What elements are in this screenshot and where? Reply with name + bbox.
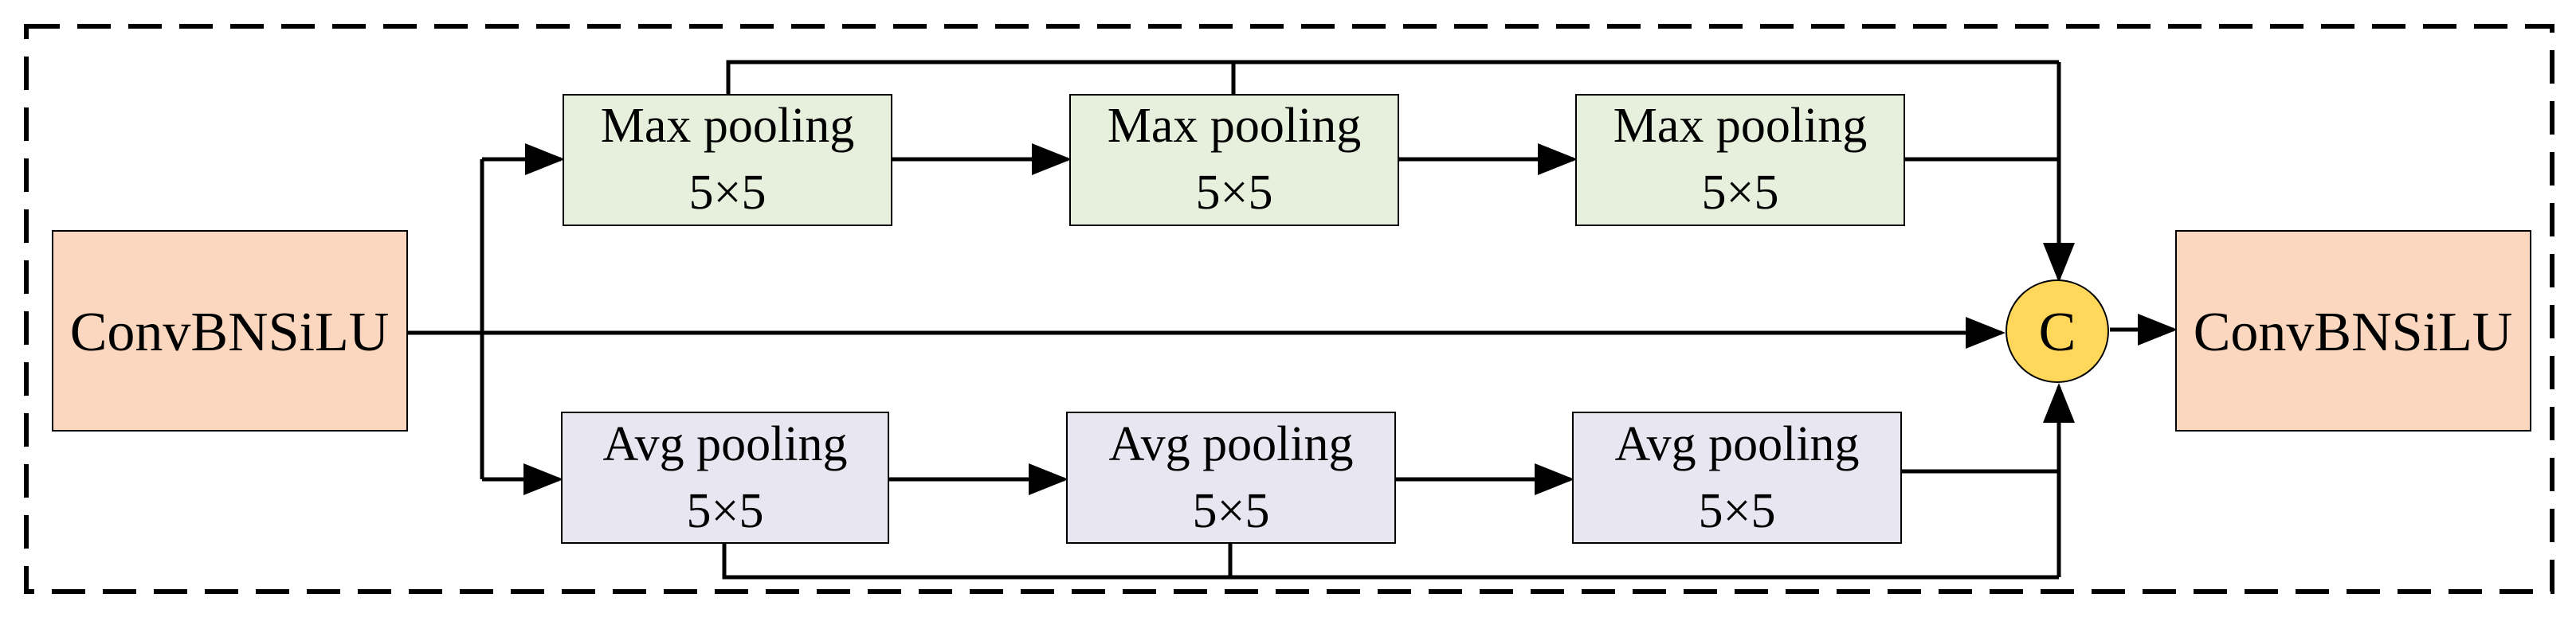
max-pooling-block-1: Max pooling 5×5	[563, 94, 892, 226]
concat-node: C	[2006, 279, 2109, 383]
avg-pooling-block-1: Avg pooling 5×5	[561, 412, 889, 544]
output-convbnsilu-block: ConvBNSiLU	[2175, 230, 2531, 432]
max-pooling-1-title: Max pooling	[601, 99, 855, 153]
avg-pooling-3-title: Avg pooling	[1614, 417, 1859, 471]
avg-pooling-3-kernel: 5×5	[1699, 484, 1776, 538]
avg-pooling-1-kernel: 5×5	[687, 484, 764, 538]
avg-pooling-block-2: Avg pooling 5×5	[1066, 412, 1396, 544]
max-pooling-2-kernel: 5×5	[1196, 166, 1273, 220]
max-pooling-3-kernel: 5×5	[1702, 166, 1779, 220]
concat-label: C	[2039, 302, 2076, 363]
max-pooling-block-2: Max pooling 5×5	[1069, 94, 1399, 226]
avg-pooling-block-3: Avg pooling 5×5	[1572, 412, 1902, 544]
output-convbnsilu-label: ConvBNSiLU	[2194, 302, 2513, 363]
module-boundary	[24, 24, 2554, 594]
max-pooling-block-3: Max pooling 5×5	[1575, 94, 1905, 226]
max-pooling-2-title: Max pooling	[1108, 99, 1362, 153]
top-bus	[726, 60, 2059, 95]
max-pooling-3-title: Max pooling	[1613, 99, 1868, 153]
input-convbnsilu-block: ConvBNSiLU	[52, 230, 408, 432]
avg-pooling-1-title: Avg pooling	[602, 417, 847, 471]
max-pooling-1-kernel: 5×5	[689, 166, 767, 220]
avg-pooling-2-title: Avg pooling	[1108, 417, 1353, 471]
avg-pooling-2-kernel: 5×5	[1193, 484, 1270, 538]
connectors	[407, 60, 2178, 580]
input-convbnsilu-label: ConvBNSiLU	[70, 302, 390, 363]
bottom-bus	[722, 543, 2059, 580]
